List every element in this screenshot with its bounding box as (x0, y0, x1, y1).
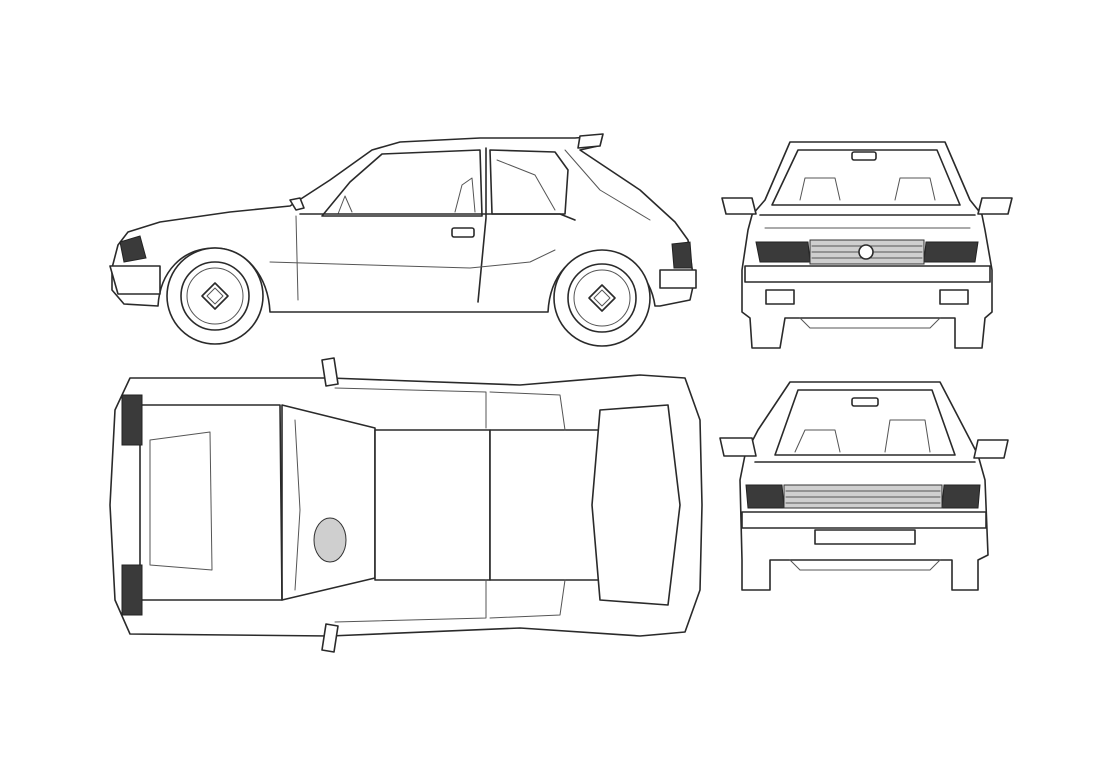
top-hood-vent (149, 431, 213, 571)
front-mirror-right (977, 197, 1013, 215)
front-view (721, 141, 1013, 349)
side-front-window (321, 149, 483, 217)
c-pillar-line (564, 149, 651, 221)
top-hood (139, 404, 283, 601)
front-foglight-left (765, 289, 795, 305)
rear-seat-left (794, 429, 841, 453)
top-headlight-right (121, 564, 143, 616)
top-roof-rear (489, 429, 601, 581)
rear-plate (814, 529, 916, 545)
rear-spoiler (577, 133, 604, 149)
rear-taillight-left (745, 484, 785, 509)
side-taillight (671, 241, 693, 269)
side-front-bumper (109, 265, 161, 295)
front-headlight-left (755, 241, 811, 263)
door-handle (451, 227, 475, 238)
side-view (109, 133, 697, 347)
front-headlight-right (923, 241, 979, 263)
rear-diffuser (789, 559, 941, 571)
side-rear-bumper (659, 269, 697, 289)
top-rear-quarter (489, 391, 566, 619)
side-front-wheel (166, 247, 264, 345)
rear-mirror-left (719, 437, 757, 457)
front-mirror-left (721, 197, 757, 215)
beltline (299, 213, 576, 221)
rear-seat-right (884, 419, 931, 453)
top-door-lines (334, 387, 487, 623)
front-rear-view-mirror (851, 151, 877, 161)
front-splitter (799, 317, 941, 329)
top-mirror-left (321, 357, 339, 387)
rear-brake-light (851, 397, 879, 407)
roll-cage-bar (496, 159, 556, 211)
top-rear-window (591, 404, 681, 606)
side-rear-window (489, 149, 569, 215)
top-roof (374, 429, 491, 581)
side-seat (454, 177, 476, 213)
door-rear-line (477, 147, 487, 303)
steering-wheel (337, 195, 353, 215)
rear-window (774, 389, 956, 456)
top-sunroof-emblem (313, 517, 347, 563)
top-headlight-left (121, 394, 143, 446)
top-mirror-right (321, 623, 339, 653)
front-seat-right (894, 177, 936, 201)
front-foglight-right (939, 289, 969, 305)
side-rear-wheel (553, 249, 651, 347)
rear-panel-slats (785, 490, 941, 504)
front-bumper (744, 265, 991, 283)
rear-taillight-right (941, 484, 981, 509)
side-crease (269, 249, 556, 269)
wiper-line (294, 419, 301, 591)
front-windshield (771, 149, 961, 206)
side-headlight (119, 235, 147, 263)
rear-bumper (741, 511, 987, 529)
rear-view (719, 381, 1009, 591)
side-mirror (289, 197, 305, 211)
front-badge (858, 244, 874, 260)
rear-mirror-right (973, 439, 1009, 459)
top-view (109, 357, 703, 653)
front-seat-left (799, 177, 841, 201)
door-front-line (295, 215, 299, 301)
